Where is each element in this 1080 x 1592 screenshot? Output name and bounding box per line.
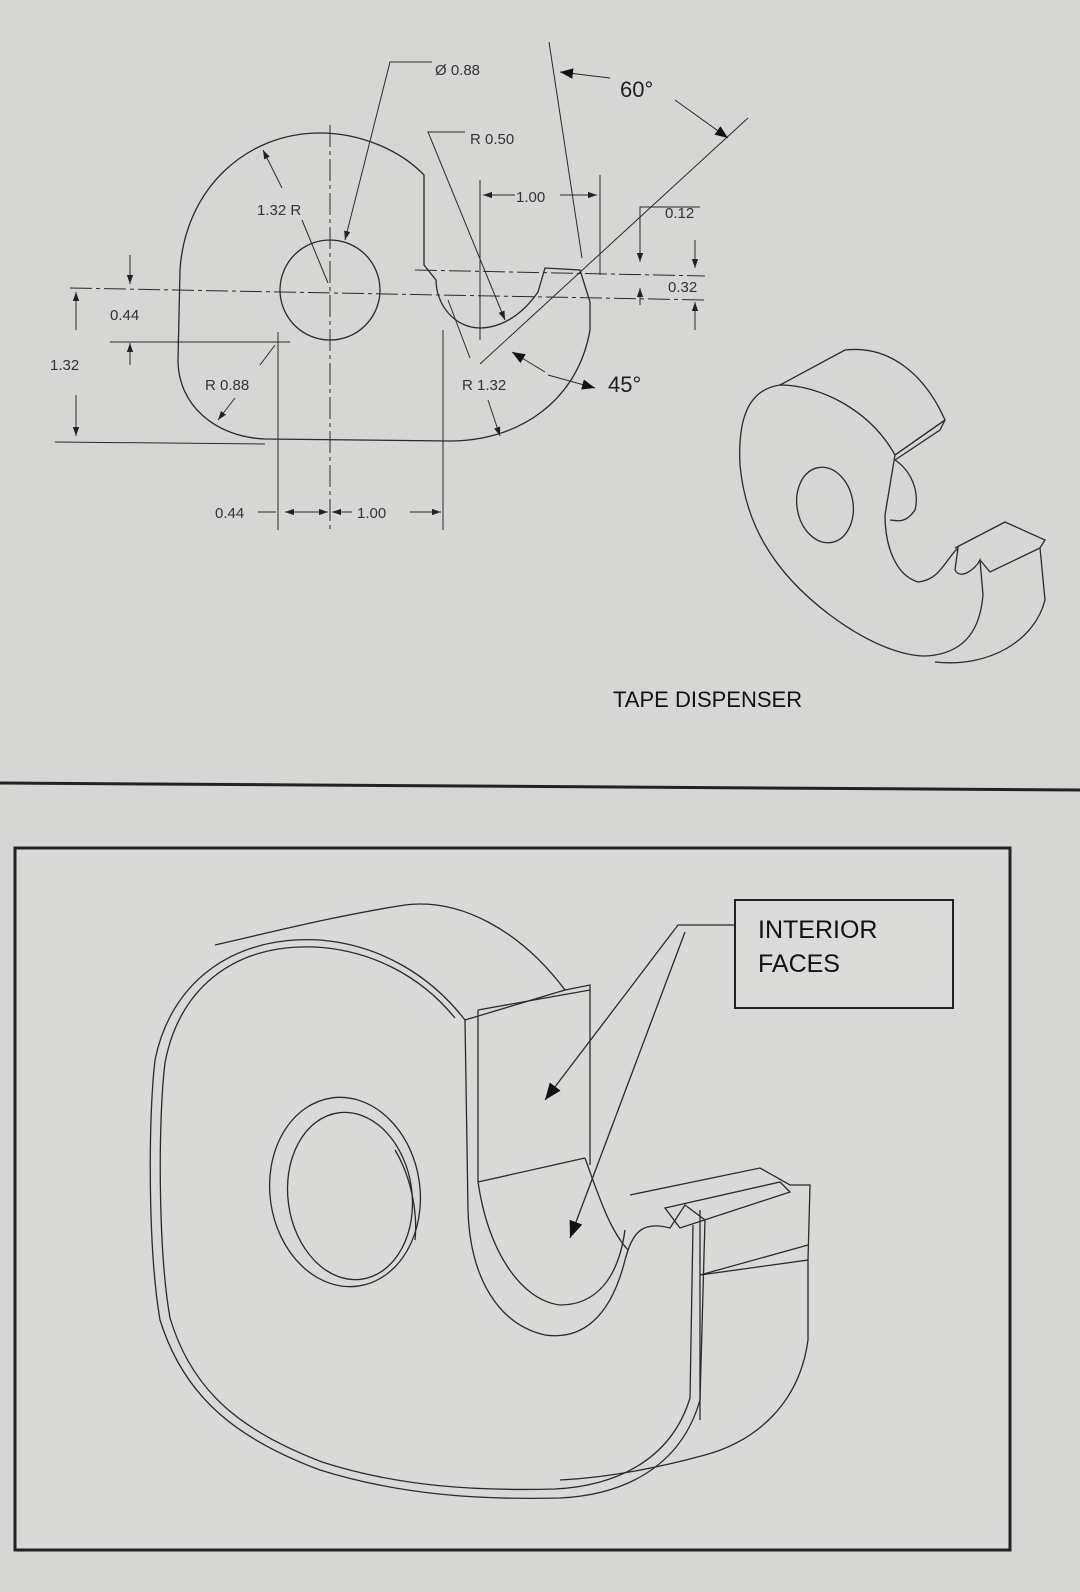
dim-width-slot: 1.00 [516, 189, 545, 206]
dim-radius-corner: R 0.88 [205, 377, 249, 394]
dim-radius-lower: R 1.32 [462, 377, 506, 394]
dim-angle-lower: 45° [608, 372, 641, 397]
centerline-slot [414, 269, 706, 277]
dim-radius-outer: 1.32 R [257, 202, 301, 219]
label-line-1: INTERIOR [758, 916, 877, 944]
dim-horizontal-offset: 0.44 [215, 505, 244, 522]
dim-radius-slot: R 0.50 [470, 131, 514, 148]
small-isometric-view: TAPE DISPENSER [613, 348, 1046, 712]
part-outline [177, 132, 591, 442]
label-line-2: FACES [758, 950, 840, 978]
dim-offset-hole: 0.44 [110, 307, 139, 324]
dim-angle-top: 60° [620, 77, 653, 102]
interior-faces-label-box [734, 899, 954, 1009]
figure-caption: TAPE DISPENSER [613, 687, 802, 712]
front-view-drawing: 60° Ø 0.88 R 0.50 1.00 0.12 0.32 1.32 R … [50, 41, 749, 530]
centerline-horizontal [69, 287, 706, 301]
section-divider [0, 781, 1080, 792]
dim-offset-tip: 0.32 [668, 279, 697, 296]
dim-horizontal-spacing: 1.00 [357, 505, 386, 522]
dim-diameter-hole: Ø 0.88 [435, 62, 480, 79]
dim-thickness-tip: 0.12 [665, 205, 694, 222]
dim-height-overall: 1.32 [50, 357, 79, 374]
detail-panel: INTERIOR FACES [13, 846, 1012, 1552]
